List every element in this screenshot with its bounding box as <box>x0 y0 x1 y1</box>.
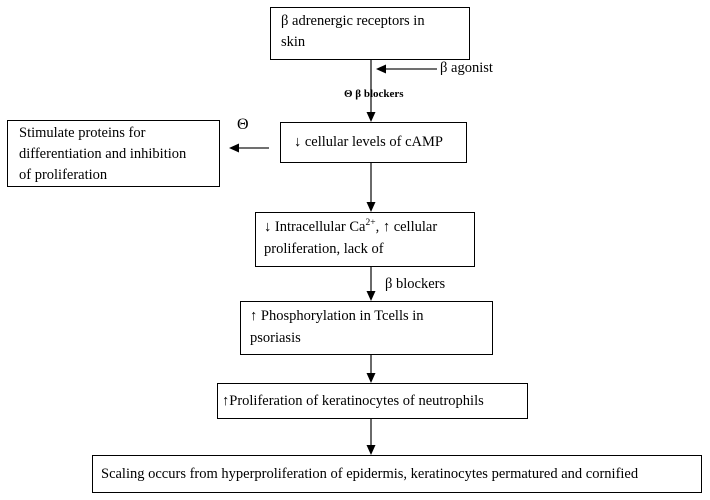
box-stimulate-proteins-line3: of proliferation <box>19 167 108 183</box>
label-beta-agonist: β agonist <box>440 60 493 76</box>
arrow-proliferation-to-scaling <box>366 419 376 455</box>
arrow-camp-to-intracellular <box>366 163 376 212</box>
label-theta-inhibition: Θ <box>237 116 249 133</box>
intracellular-text-post: , ↑ cellular <box>375 219 438 235</box>
calcium-superscript: 2+ <box>365 218 376 229</box>
box-camp-levels-line1: ↓ cellular levels of cAMP <box>294 134 443 150</box>
box-beta-adrenergic-receptors: β adrenergic receptors in skin <box>270 7 470 60</box>
label-theta-beta-blockers: Θ β blockers <box>344 88 404 100</box>
box-intracellular-calcium: ↓ Intracellular Ca2+, ↑ cellular prolife… <box>255 212 475 267</box>
arrow-phosphorylation-to-proliferation <box>366 355 376 383</box>
box-phosphorylation-tcells: ↑ Phosphorylation in Tcells in psoriasis <box>240 301 493 355</box>
box-intracellular-calcium-line1: ↓ Intracellular Ca2+, ↑ cellular <box>264 216 466 238</box>
box-beta-adrenergic-receptors-line2: skin <box>281 34 306 50</box>
box-stimulate-proteins-line2: differentiation and inhibition <box>19 146 187 162</box>
arrow-intracellular-to-phosphorylation <box>366 267 376 301</box>
arrow-camp-to-stimulate <box>229 143 269 153</box>
box-scaling-epidermis-line1: Scaling occurs from hyperproliferation o… <box>101 465 639 482</box>
box-stimulate-proteins: Stimulate proteins for differentiation a… <box>7 120 220 187</box>
box-intracellular-calcium-line2: proliferation, lack of <box>264 241 384 257</box>
intracellular-text-pre: ↓ Intracellular Ca <box>264 219 366 235</box>
box-phosphorylation-tcells-line2: psoriasis <box>250 330 301 346</box>
label-beta-blockers: β blockers <box>385 276 446 292</box>
arrow-beta-agonist <box>376 64 437 74</box>
box-proliferation-keratinocytes: ↑Proliferation of keratinocytes of neutr… <box>217 383 528 419</box>
box-stimulate-proteins-line1: Stimulate proteins for <box>19 125 146 141</box>
box-camp-levels: ↓ cellular levels of cAMP <box>280 122 467 163</box>
box-phosphorylation-tcells-line1: ↑ Phosphorylation in Tcells in <box>250 308 424 324</box>
box-beta-adrenergic-receptors-line1: β adrenergic receptors in <box>281 13 425 29</box>
box-scaling-epidermis: Scaling occurs from hyperproliferation o… <box>92 455 702 493</box>
box-proliferation-keratinocytes-line1: ↑Proliferation of keratinocytes of neutr… <box>222 392 484 409</box>
